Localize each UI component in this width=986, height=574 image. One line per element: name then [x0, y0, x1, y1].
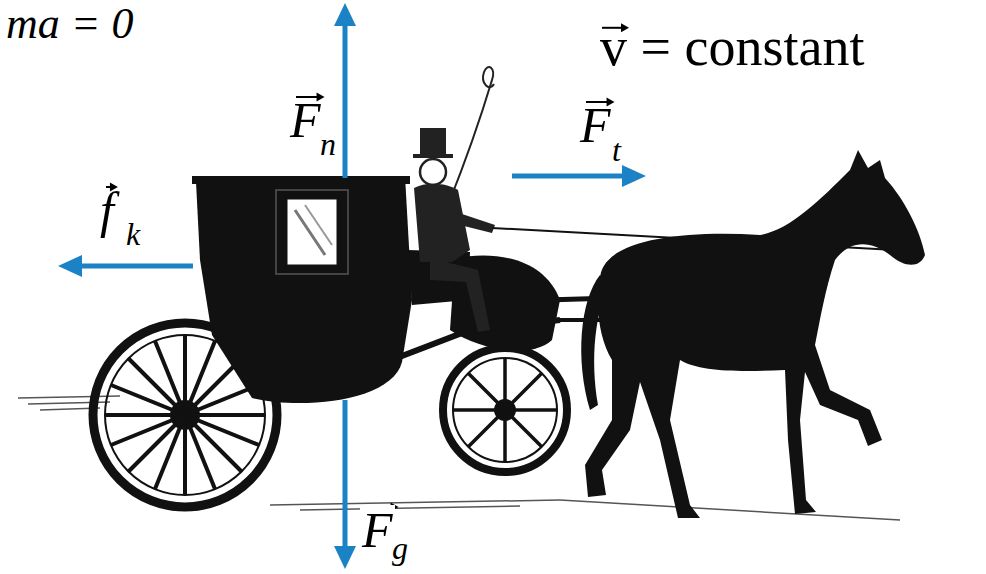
arrowhead: [334, 3, 356, 26]
force-symbol: f: [100, 185, 114, 235]
equation-label: v = constant: [600, 20, 864, 74]
arrowhead: [334, 546, 356, 569]
gravity-force-arrow: [343, 400, 348, 548]
force-arrows: [58, 3, 646, 569]
driver: [413, 67, 495, 332]
force-symbol: F: [290, 95, 321, 145]
subscript: k: [126, 218, 140, 250]
subscript: g: [390, 532, 410, 564]
normal-force-arrow: [343, 22, 348, 178]
subscript: t: [612, 134, 621, 166]
horse: [581, 150, 925, 518]
friction-force-arrow: [80, 264, 193, 269]
tension-force-arrow: [512, 174, 624, 179]
front-wheel: [443, 348, 567, 472]
subscript: n: [320, 128, 336, 160]
equation-label: ma = 0: [6, 2, 133, 46]
force-symbol: F: [580, 100, 611, 150]
arrowhead: [622, 165, 646, 187]
arrowhead: [58, 255, 82, 277]
